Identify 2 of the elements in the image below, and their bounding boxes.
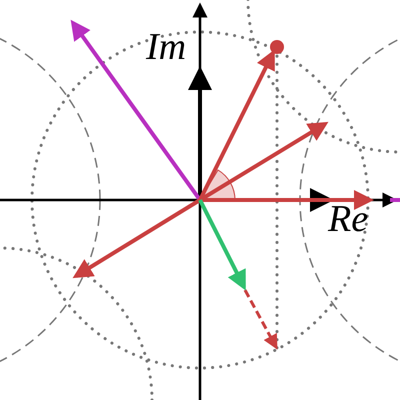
axis-label: Im	[146, 28, 186, 66]
axis-label: Re	[328, 200, 368, 238]
